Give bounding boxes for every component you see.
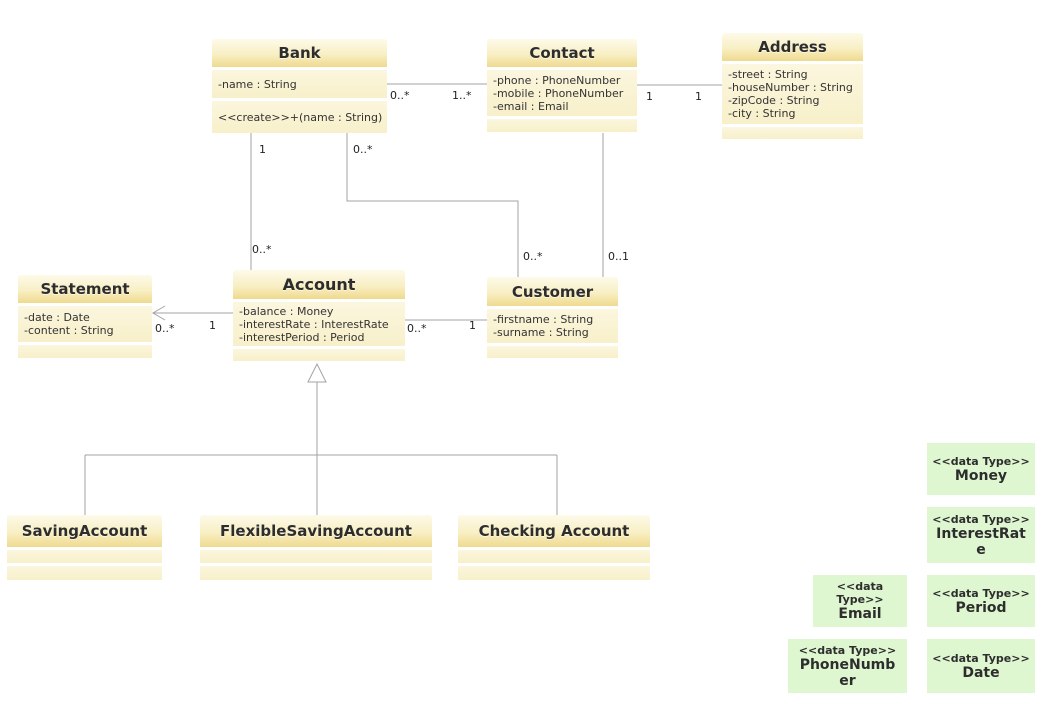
- class-flexible-saving-account-title: FlexibleSavingAccount: [200, 515, 432, 547]
- multiplicity-bank-contact-contact-end: 1..*: [452, 89, 472, 102]
- datatype-name: Email: [838, 606, 882, 622]
- class-address-attributes: -street : String -houseNumber : String -…: [722, 64, 863, 124]
- hollow-triangle-icon: [307, 362, 327, 383]
- attribute-line: -firstname : String: [493, 313, 594, 326]
- attribute-line: -interestPeriod : Period: [239, 330, 365, 344]
- open-arrowhead-icon: [152, 305, 166, 321]
- class-account-title: Account: [233, 270, 405, 299]
- class-saving-account-attributes: [7, 550, 162, 563]
- attribute-line: -balance : Money: [239, 304, 334, 318]
- association-account-statement-line: [152, 305, 233, 321]
- class-customer-attributes: -firstname : String -surname : String: [487, 309, 618, 343]
- multiplicity-account-statement-account-end: 1: [209, 319, 216, 332]
- attribute-line: -surname : String: [493, 326, 589, 339]
- multiplicity-contact-customer-customer-end: 0..1: [608, 250, 629, 263]
- datatype-period[interactable]: <<data Type>> Period: [927, 575, 1035, 627]
- datatype-name: Money: [954, 467, 1008, 484]
- class-flexible-saving-account-attributes: [200, 550, 432, 563]
- class-bank-title: Bank: [212, 39, 387, 67]
- class-customer-operations: [487, 346, 618, 358]
- attribute-line: -mobile : PhoneNumber: [493, 86, 624, 100]
- multiplicity-contact-address-contact-end: 1: [646, 90, 653, 103]
- class-bank-attributes: -name : String: [212, 70, 387, 98]
- class-customer[interactable]: Customer -firstname : String -surname : …: [487, 277, 618, 358]
- datatype-stereotype: <<data Type>>: [798, 643, 897, 657]
- multiplicity-bank-account-bank-end: 1: [259, 143, 266, 156]
- class-contact-attributes: -phone : PhoneNumber -mobile : PhoneNumb…: [487, 70, 637, 116]
- operation-line: <<create>>+(name : String): [218, 110, 383, 124]
- datatype-stereotype: <<data Type>>: [932, 651, 1030, 665]
- datatype-date[interactable]: <<data Type>> Date: [927, 639, 1035, 693]
- datatype-phonenumber[interactable]: <<data Type>> PhoneNumb er: [788, 639, 907, 693]
- class-checking-account-attributes: [458, 550, 650, 563]
- class-contact-title: Contact: [487, 39, 637, 67]
- class-address[interactable]: Address -street : String -houseNumber : …: [722, 33, 863, 139]
- attribute-line: -email : Email: [493, 99, 569, 113]
- class-account-attributes: -balance : Money -interestRate : Interes…: [233, 302, 405, 346]
- multiplicity-bank-customer-customer-end: 0..*: [523, 250, 543, 263]
- class-address-operations: [722, 127, 863, 139]
- class-statement-title: Statement: [18, 275, 152, 303]
- datatype-name: e: [976, 541, 986, 558]
- class-statement-operations: [18, 345, 152, 358]
- class-statement-attributes: -date : Date -content : String: [18, 306, 152, 342]
- class-checking-account-operations: [458, 566, 650, 580]
- class-saving-account-title: SavingAccount: [7, 515, 162, 547]
- datatype-money[interactable]: <<data Type>> Money: [927, 443, 1035, 495]
- attribute-line: -content : String: [24, 324, 114, 337]
- class-flexible-saving-account-operations: [200, 566, 432, 580]
- datatype-stereotype: <<data Type>>: [932, 586, 1030, 600]
- attribute-line: -interestRate : InterestRate: [239, 317, 389, 331]
- class-customer-title: Customer: [487, 277, 618, 306]
- class-bank-operations: <<create>>+(name : String): [212, 101, 387, 133]
- class-contact-operations: [487, 119, 637, 132]
- class-statement[interactable]: Statement -date : Date -content : String: [18, 275, 152, 358]
- multiplicity-bank-customer-bank-end: 0..*: [353, 143, 373, 156]
- datatype-stereotype: <<data Type>>: [932, 512, 1030, 526]
- multiplicity-account-statement-statement-end: 0..*: [155, 322, 175, 335]
- datatype-stereotype: Type>>: [836, 593, 884, 606]
- attribute-line: -houseNumber : String: [728, 81, 853, 94]
- class-checking-account[interactable]: Checking Account: [458, 515, 650, 580]
- datatype-name: Period: [955, 599, 1007, 616]
- class-account-operations: [233, 349, 405, 361]
- datatype-email[interactable]: <<data Type>> Email: [813, 575, 907, 627]
- datatype-name: er: [839, 672, 856, 689]
- datatype-name: Date: [962, 664, 1000, 681]
- datatype-interestrate[interactable]: <<data Type>> InterestRat e: [927, 507, 1035, 563]
- datatype-stereotype: <<data Type>>: [932, 454, 1030, 468]
- class-bank[interactable]: Bank -name : String <<create>>+(name : S…: [212, 39, 387, 133]
- class-flexible-saving-account[interactable]: FlexibleSavingAccount: [200, 515, 432, 580]
- multiplicity-bank-contact-bank-end: 0..*: [390, 89, 410, 102]
- attribute-line: -city : String: [728, 107, 796, 120]
- multiplicity-account-customer-customer-end: 1: [469, 319, 476, 332]
- class-saving-account-operations: [7, 566, 162, 580]
- class-contact[interactable]: Contact -phone : PhoneNumber -mobile : P…: [487, 39, 637, 132]
- generalization-tree-line: [84, 362, 558, 515]
- attribute-line: -phone : PhoneNumber: [493, 73, 621, 87]
- multiplicity-contact-address-address-end: 1: [695, 90, 702, 103]
- attribute-line: -zipCode : String: [728, 94, 820, 107]
- datatype-name: InterestRat: [936, 525, 1026, 542]
- class-address-title: Address: [722, 33, 863, 61]
- class-checking-account-title: Checking Account: [458, 515, 650, 547]
- attribute-line: -date : Date: [24, 311, 90, 324]
- multiplicity-bank-account-account-end: 0..*: [252, 243, 272, 256]
- class-account[interactable]: Account -balance : Money -interestRate :…: [233, 270, 405, 361]
- datatype-stereotype: <<data: [836, 580, 884, 593]
- multiplicity-account-customer-account-end: 0..*: [407, 322, 427, 335]
- datatype-name: PhoneNumb: [799, 656, 896, 673]
- attribute-line: -street : String: [728, 68, 808, 81]
- attribute-line: -name : String: [218, 77, 297, 91]
- class-saving-account[interactable]: SavingAccount: [7, 515, 162, 580]
